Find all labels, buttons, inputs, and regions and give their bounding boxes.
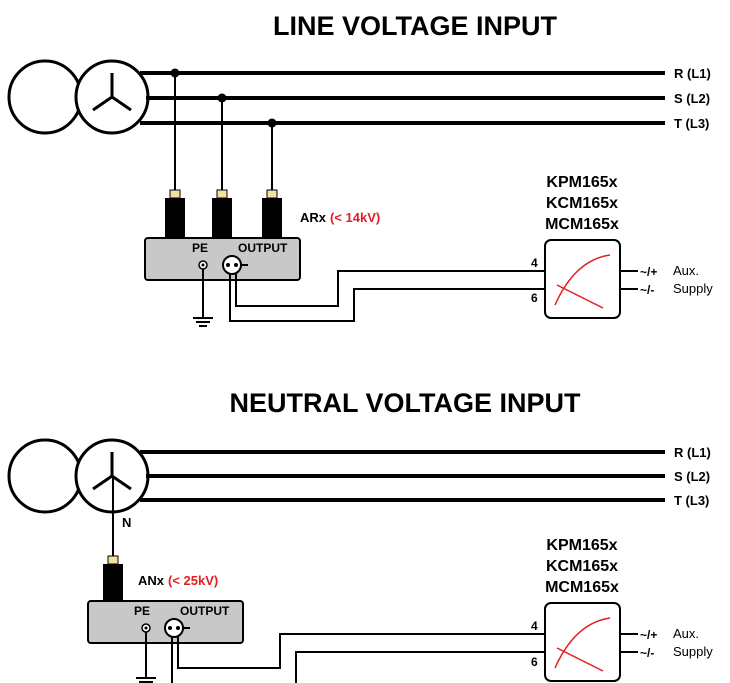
neutral-voltage-title: NEUTRAL VOLTAGE INPUT: [230, 388, 582, 418]
output-cable: [229, 270, 545, 322]
pin-4-label: 4: [531, 619, 538, 633]
aux-label: Aux.: [673, 263, 699, 278]
pin-6-label: 6: [531, 655, 538, 669]
pe-label: PE: [134, 604, 150, 618]
neutral-voltage-section: NEUTRAL VOLTAGE INPUT R (L1) S (L2) T (L…: [7, 388, 713, 683]
device-name-2: KCM165x: [546, 558, 618, 575]
supply-label: Supply: [673, 281, 713, 296]
phase-label-r: R (L1): [674, 66, 711, 81]
output-terminal-icon: [222, 255, 248, 275]
phase-label-t: T (L3): [674, 116, 709, 131]
device-name-3: MCM165x: [545, 579, 619, 596]
phase-lines: R (L1) S (L2) T (L3): [140, 445, 711, 508]
phase-label-s: S (L2): [674, 469, 710, 484]
output-cable: [171, 633, 545, 683]
pin-6-label: 6: [531, 291, 538, 305]
device-name-3: MCM165x: [545, 216, 619, 233]
transformer-icon: [7, 59, 150, 135]
meter-icon: [544, 239, 621, 319]
output-label: OUTPUT: [180, 604, 230, 618]
sensor-connectors: [165, 73, 282, 238]
aux-label: Aux.: [673, 626, 699, 641]
output-terminal-icon: [164, 618, 190, 638]
phase-label-t: T (L3): [674, 493, 709, 508]
phase-label-s: S (L2): [674, 91, 710, 106]
pin-4-label: 4: [531, 256, 538, 270]
sensor-box: [144, 237, 301, 281]
neutral-label: N: [122, 515, 131, 530]
supply-plus-label: ~/+: [640, 265, 657, 279]
supply-plus-label: ~/+: [640, 628, 657, 642]
supply-minus-label: ~/-: [640, 646, 654, 660]
sensor-label: ANx(< 25kV): [138, 573, 218, 588]
ground-icon: [193, 260, 213, 327]
phase-lines: R (L1) S (L2) T (L3): [140, 66, 711, 131]
sensor-box: [87, 600, 244, 644]
line-voltage-section: LINE VOLTAGE INPUT R (L1) S (L2) T (L3): [7, 11, 713, 327]
sensor-label: ARx(< 14kV): [300, 210, 380, 225]
meter-icon: [544, 602, 621, 682]
device-name-1: KPM165x: [546, 174, 617, 191]
output-label: OUTPUT: [238, 241, 288, 255]
supply-minus-label: ~/-: [640, 283, 654, 297]
phase-label-r: R (L1): [674, 445, 711, 460]
pe-label: PE: [192, 241, 208, 255]
line-voltage-title: LINE VOLTAGE INPUT: [273, 11, 558, 41]
device-name-1: KPM165x: [546, 537, 617, 554]
device-name-2: KCM165x: [546, 195, 618, 212]
transformer-icon: [7, 438, 150, 514]
ground-icon: [136, 623, 156, 683]
neutral-connector: [103, 476, 123, 602]
supply-label: Supply: [673, 644, 713, 659]
